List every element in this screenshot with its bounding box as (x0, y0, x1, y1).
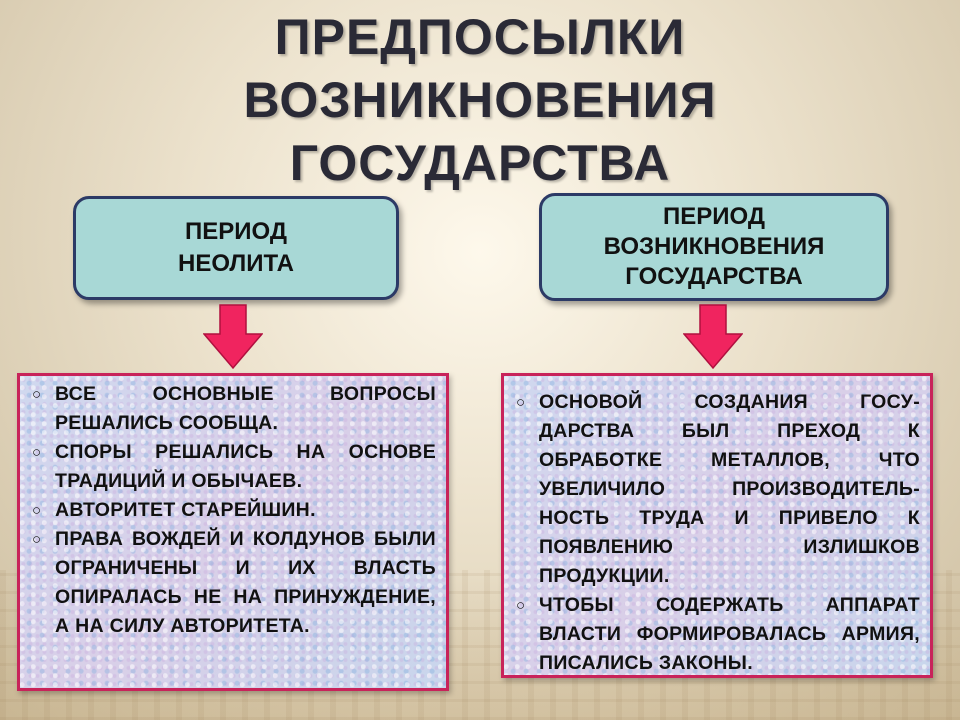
list-item: ○ОСНОВОЙ СОЗДАНИЯ ГОСУ-ДАРСТВА БЫЛ ПРЕХО… (514, 388, 920, 591)
slide-title: ПРЕДПОСЫЛКИ ВОЗНИКНОВЕНИЯ ГОСУДАРСТВА (0, 6, 960, 195)
bullet-icon: ○ (516, 597, 526, 614)
bullet-icon: ○ (32, 386, 42, 403)
list-item: ○ВСЕ ОСНОВНЫЕ ВОПРОСЫ РЕШАЛИСЬ СООБЩА. (30, 380, 436, 438)
state-period-line-3: ГОСУДАРСТВА (625, 263, 803, 290)
state-period-line-1: ПЕРИОД (663, 203, 765, 230)
title-line-2: ВОЗНИКНОВЕНИЯ (243, 72, 717, 128)
bullet-icon: ○ (32, 502, 42, 519)
bullet-icon: ○ (32, 531, 42, 548)
state-period-line-2: ВОЗНИКНОВЕНИЯ (603, 233, 825, 260)
neolithic-period-line-1: ПЕРИОД (185, 218, 287, 245)
down-arrow-icon (203, 304, 263, 370)
list-item: ○ПРАВА ВОЖДЕЙ И КОЛДУНОВ БЫЛИ ОГРАНИЧЕНЫ… (30, 525, 436, 641)
neolithic-period-line-2: НЕОЛИТА (178, 250, 294, 277)
list-item: ○ЧТОБЫ СОДЕРЖАТЬ АППАРАТ ВЛАСТИ ФОРМИРОВ… (514, 591, 920, 678)
title-line-1: ПРЕДПОСЫЛКИ (274, 9, 686, 65)
list-item: ○СПОРЫ РЕШАЛИСЬ НА ОСНОВЕ ТРАДИЦИЙ И ОБЫ… (30, 438, 436, 496)
down-arrow-icon (683, 304, 743, 370)
neolithic-period-box: ПЕРИОД НЕОЛИТА (73, 196, 399, 300)
state-period-box: ПЕРИОД ВОЗНИКНОВЕНИЯ ГОСУДАРСТВА (539, 193, 889, 301)
bullet-icon: ○ (516, 394, 526, 411)
bullet-icon: ○ (32, 444, 42, 461)
neolithic-features-list: ○ВСЕ ОСНОВНЫЕ ВОПРОСЫ РЕШАЛИСЬ СООБЩА. ○… (17, 373, 449, 691)
list-item: ○АВТОРИТЕТ СТАРЕЙШИН. (30, 496, 436, 525)
state-origin-features-list: ○ОСНОВОЙ СОЗДАНИЯ ГОСУ-ДАРСТВА БЫЛ ПРЕХО… (501, 373, 933, 678)
title-line-3: ГОСУДАРСТВА (289, 135, 671, 191)
